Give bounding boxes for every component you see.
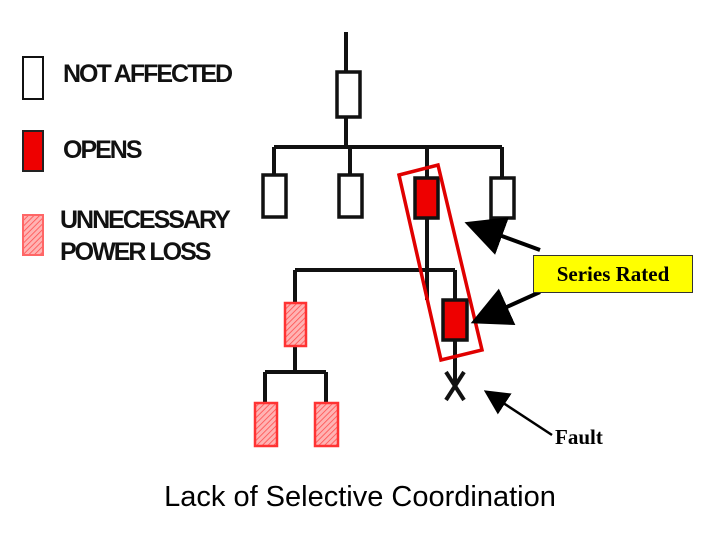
- main-breaker-icon: [335, 70, 362, 119]
- feeder-breaker-4-icon: [489, 176, 516, 220]
- arrow-to-branch-icon: [470, 288, 541, 326]
- branch-breaker-opens-icon: [441, 298, 469, 342]
- legend-not-affected-label: NOT AFFECTED: [63, 60, 233, 88]
- legend-not-affected-swatch: [22, 56, 44, 100]
- feeder-breaker-opens-icon: [413, 176, 440, 220]
- sub-breaker-loss-1-icon: [253, 401, 279, 448]
- arrow-to-fault-icon: [483, 390, 553, 437]
- legend-opens-swatch: [22, 130, 44, 172]
- legend-loss-swatch: [22, 214, 44, 256]
- arrow-to-feeder-icon: [464, 217, 541, 255]
- feeder-breaker-1-icon: [261, 173, 288, 219]
- series-rated-outline: [396, 162, 485, 363]
- branch-breaker-loss-icon: [283, 301, 308, 348]
- sub-breaker-loss-2-icon: [313, 401, 340, 448]
- one-line-wiring: [263, 32, 504, 403]
- fault-x-icon: [444, 370, 466, 402]
- feeder-breaker-2-icon: [337, 173, 364, 219]
- slide-caption: Lack of Selective Coordination: [164, 481, 556, 513]
- legend-unnecessary-loss-label: UNNECESSARY POWER LOSS: [60, 206, 231, 266]
- series-rated-callout: Series Rated: [533, 255, 693, 293]
- fault-label: Fault: [555, 425, 603, 449]
- legend-opens-label: OPENS: [63, 136, 143, 164]
